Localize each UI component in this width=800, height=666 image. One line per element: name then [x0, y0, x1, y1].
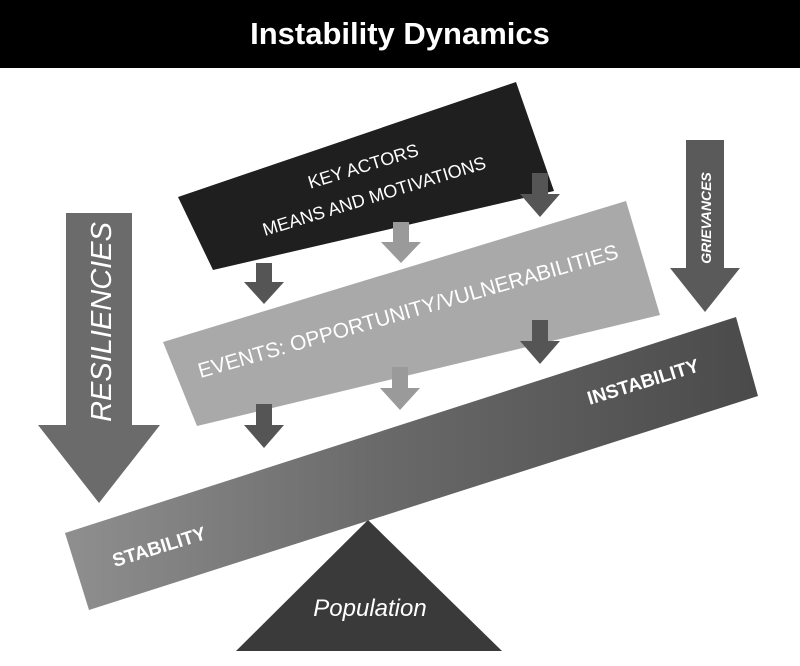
title-bar: Instability Dynamics [0, 0, 800, 68]
diagram-title: Instability Dynamics [250, 16, 550, 51]
resiliencies-arrow: RESILIENCIES [38, 213, 160, 503]
small-arrow-4 [244, 404, 284, 448]
small-arrow-1 [244, 263, 284, 304]
grievances-label: GRIEVANCES [698, 172, 714, 264]
population-label: Population [313, 595, 426, 622]
small-arrow-2 [381, 222, 421, 263]
population-fulcrum: Population [236, 520, 502, 651]
resiliencies-label: RESILIENCIES [86, 221, 118, 421]
small-arrow-5 [380, 367, 420, 410]
grievances-arrow: GRIEVANCES [670, 140, 740, 312]
small-arrow-3 [520, 173, 560, 217]
small-arrow-6 [520, 320, 560, 364]
balance-beam: STABILITY INSTABILITY [65, 317, 758, 610]
